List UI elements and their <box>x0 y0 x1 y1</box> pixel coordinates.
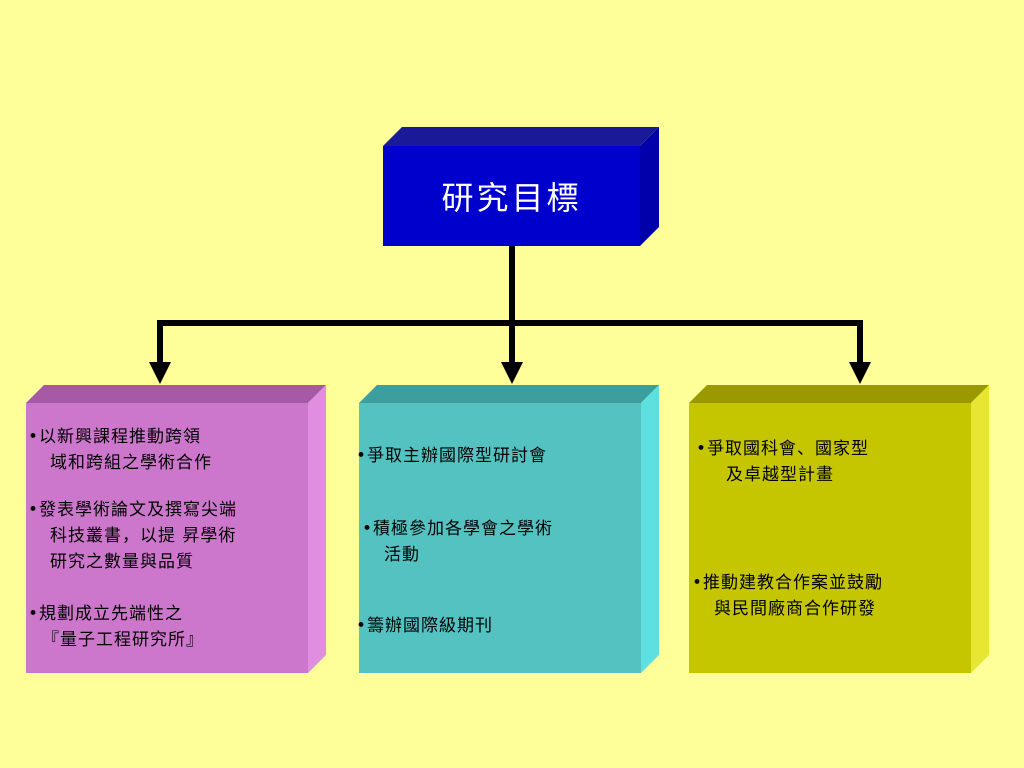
box-left <box>26 385 326 673</box>
left-item-1: •以新興課程推動跨領 域和跨組之學術合作 <box>28 424 212 476</box>
arrowhead-right <box>849 362 871 384</box>
middle-item-1-line1: •爭取主辦國際型研討會 <box>356 446 548 466</box>
box-left-front-face <box>26 403 308 673</box>
box-middle-top-face <box>359 385 659 403</box>
right-item-1-line2: 及卓越型計畫 <box>726 465 834 485</box>
title-box <box>383 127 659 246</box>
middle-item-2-line2: 活動 <box>384 545 420 565</box>
title-box-top-face <box>383 127 659 146</box>
middle-item-3: •籌辦國際級期刊 <box>356 613 493 639</box>
title-label: 研究目標 <box>441 179 582 217</box>
left-item-2-line2: 科技叢書，以提 昇學術 <box>50 526 237 546</box>
arrowhead-middle <box>501 362 523 384</box>
arrowhead-left <box>149 362 171 384</box>
right-item-2-line2: 與民間廠商合作研發 <box>714 599 876 619</box>
connector-lines <box>157 246 863 365</box>
box-middle-front-face <box>359 403 641 673</box>
box-right-top-face <box>689 385 989 403</box>
box-middle-side-face <box>641 385 659 673</box>
left-item-3-line1: •規劃成立先端性之 <box>28 604 184 624</box>
box-right <box>689 385 989 673</box>
left-item-2: •發表學術論文及撰寫尖端 科技叢書，以提 昇學術 研究之數量與品質 <box>28 497 237 575</box>
right-item-2: •推動建教合作案並鼓勵 與民間廠商合作研發 <box>692 570 883 622</box>
middle-item-1: •爭取主辦國際型研討會 <box>356 443 547 469</box>
middle-item-2-line1: •積極參加各學會之學術 <box>362 519 554 539</box>
title-box-side-face <box>640 127 659 246</box>
box-right-side-face <box>971 385 989 673</box>
left-item-3: •規劃成立先端性之 『量子工程研究所』 <box>28 601 204 653</box>
box-right-front-face <box>689 403 971 673</box>
left-item-2-line3: 研究之數量與品質 <box>50 552 194 572</box>
right-item-2-line1: •推動建教合作案並鼓勵 <box>692 573 884 593</box>
left-item-2-line1: •發表學術論文及撰寫尖端 <box>28 500 238 520</box>
left-item-1-line1: •以新興課程推動跨領 <box>28 427 202 447</box>
box-middle <box>359 385 659 673</box>
box-left-top-face <box>26 385 326 403</box>
right-item-1-line1: •爭取國科會、國家型 <box>696 439 870 459</box>
right-item-1: •爭取國科會、國家型 及卓越型計畫 <box>696 436 869 488</box>
box-left-side-face <box>308 385 326 673</box>
title-box-front-face <box>383 146 640 246</box>
middle-item-2: •積極參加各學會之學術 活動 <box>362 516 553 568</box>
left-item-1-line2: 域和跨組之學術合作 <box>50 453 212 473</box>
middle-item-3-line1: •籌辦國際級期刊 <box>356 616 494 636</box>
left-item-3-line2: 『量子工程研究所』 <box>42 630 204 650</box>
